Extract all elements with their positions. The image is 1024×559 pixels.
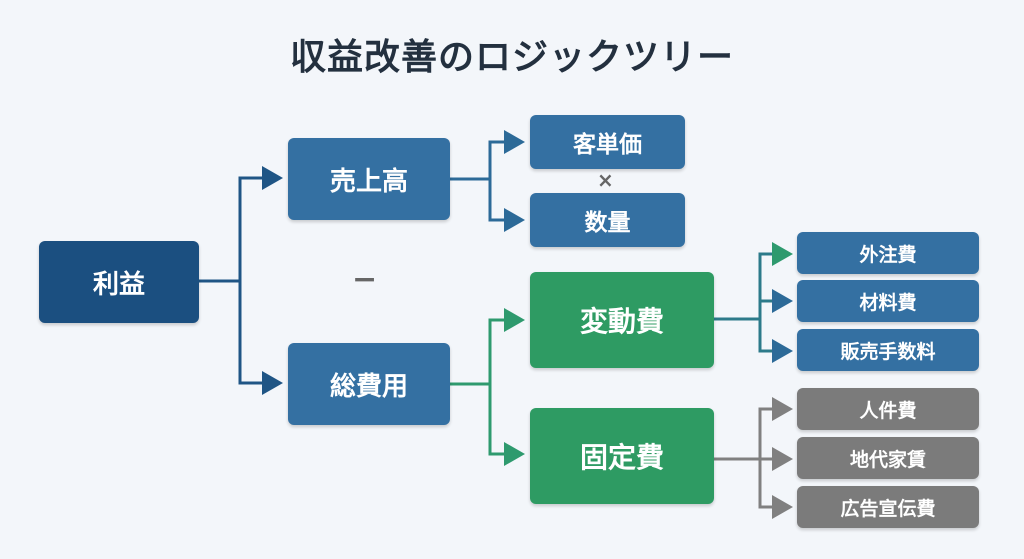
node-sales-commission[interactable]: 販売手数料 (797, 329, 979, 371)
link-root (199, 166, 283, 395)
node-variable-cost[interactable]: 変動費 (530, 272, 714, 368)
node-total-cost[interactable]: 総費用 (288, 343, 450, 425)
minus-operator: − (352, 262, 378, 297)
link-sales (449, 130, 525, 232)
node-rent[interactable]: 地代家賃 (797, 437, 979, 479)
node-quantity[interactable]: 数量 (530, 193, 685, 247)
link-variable-cost (714, 242, 793, 363)
node-outsourcing-cost[interactable]: 外注費 (797, 232, 979, 274)
node-personnel-cost[interactable]: 人件費 (797, 388, 979, 430)
arrow-to-total-cost (238, 281, 283, 395)
link-total-cost (449, 308, 525, 466)
node-fixed-cost[interactable]: 固定費 (530, 408, 714, 504)
node-unit-price[interactable]: 客単価 (530, 115, 685, 169)
page-title: 収益改善のロジックツリー (289, 37, 734, 78)
times-operator: × (597, 168, 614, 192)
node-sales[interactable]: 売上高 (288, 138, 450, 220)
node-material-cost[interactable]: 材料費 (797, 280, 979, 322)
node-profit[interactable]: 利益 (39, 241, 199, 323)
node-advertising-cost[interactable]: 広告宣伝費 (797, 486, 979, 528)
link-fixed-cost (714, 397, 793, 519)
arrow-to-sales (238, 166, 283, 281)
